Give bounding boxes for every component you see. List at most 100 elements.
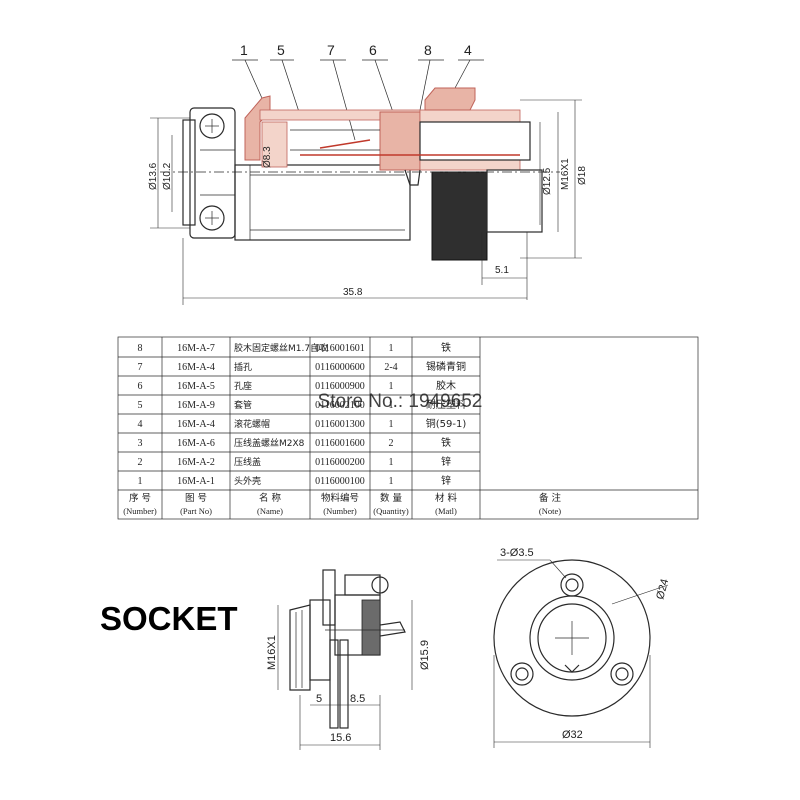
dim-len-35-8: 35.8 — [343, 287, 363, 298]
table-cell-no: 7 — [138, 362, 143, 373]
clamp-screw-top — [199, 113, 225, 139]
table-cell-mat: 锌 — [441, 474, 451, 487]
table-cell-qty: 1 — [389, 400, 394, 411]
hdr-part-en: (Part No) — [180, 506, 212, 516]
hdr-no-en: (Number) — [123, 506, 157, 516]
table-cell-mat: 铁 — [441, 436, 451, 449]
hdr-name: 名 称 — [259, 492, 282, 504]
head-shell-lower — [234, 164, 411, 241]
table-cell-no: 3 — [138, 438, 143, 449]
dim-d8-3: Ø8.3 — [262, 146, 273, 168]
callout-1: 1 — [240, 42, 248, 58]
table-cell-mat: 锡磷青铜 — [426, 360, 466, 373]
table-cell-qty: 2 — [389, 438, 394, 449]
table-cell-qty: 1 — [389, 476, 394, 487]
hdr-note: 备 注 — [539, 492, 562, 504]
hdr-code: 物料编号 — [321, 492, 359, 504]
store-watermark: Store No.: 1949652 — [318, 391, 483, 412]
socket-dim-m16x1: M16X1 — [266, 635, 278, 670]
flange-dim-d32: Ø32 — [562, 729, 583, 741]
socket-flange-front-view: 3-Ø3.5 Ø24 Ø32 — [493, 547, 671, 748]
table-cell-name: 孔座 — [234, 380, 252, 392]
hdr-code-en: (Number) — [323, 506, 357, 516]
table-cell-part: 16M-A-7 — [177, 343, 215, 354]
table-cell-code: 0116001300 — [315, 419, 365, 430]
table-cell-part: 16M-A-9 — [177, 400, 215, 411]
knurled-nut — [431, 171, 488, 261]
table-cell-qty: 1 — [389, 381, 394, 392]
table-cell-part: 16M-A-4 — [177, 362, 215, 373]
table-cell-no: 1 — [138, 476, 143, 487]
table-cell-mat: 铁 — [441, 341, 451, 354]
table-cell-name: 插孔 — [234, 361, 252, 373]
table-cell-part: 16M-A-4 — [177, 419, 215, 430]
table-cell-code: 0116000100 — [315, 476, 365, 487]
coupling-sleeve — [486, 169, 543, 233]
socket-label: SOCKET — [100, 600, 238, 637]
parts-table — [117, 336, 699, 520]
table-cell-qty: 1 — [389, 343, 394, 354]
callout-8: 8 — [424, 42, 432, 58]
dim-d13-6: Ø13.6 — [148, 162, 159, 190]
table-cell-part: 16M-A-5 — [177, 381, 215, 392]
dim-d10-2: Ø10.2 — [162, 162, 173, 190]
table-cell-no: 8 — [138, 343, 143, 354]
table-cell-qty: 2-4 — [384, 362, 397, 373]
table-cell-code: 0116002100 — [315, 400, 365, 411]
table-cell-mat: 铜(59-1) — [426, 418, 467, 430]
socket-side-view: M16X1 Ø15.9 5 8.5 15.6 — [266, 569, 431, 750]
plug-assembly-drawing: 1 5 7 6 8 4 — [148, 42, 588, 305]
table-cell-name: 压线盖螺丝M2X8 — [234, 437, 305, 449]
socket-seat-section — [379, 111, 421, 171]
hdr-qty-en: (Quantity) — [373, 506, 409, 516]
dim-d12-5: Ø12.5 — [542, 167, 553, 195]
table-cell-code: 0116000600 — [315, 362, 365, 373]
mount-hole-right — [610, 662, 634, 686]
hdr-mat: 材 料 — [435, 492, 458, 504]
table-cell-code: 0116000900 — [315, 381, 365, 392]
hdr-name-en: (Name) — [257, 506, 283, 516]
table-cell-no: 2 — [138, 457, 143, 468]
table-cell-code: 0116001601 — [315, 343, 365, 354]
callout-5: 5 — [277, 42, 285, 58]
hdr-note-en: (Note) — [539, 506, 561, 516]
mount-hole-left — [510, 662, 534, 686]
table-cell-mat: 耐压塑料 — [426, 398, 466, 411]
callout-6: 6 — [369, 42, 377, 58]
table-cell-qty: 1 — [389, 457, 394, 468]
table-cell-name: 滚花螺帽 — [234, 418, 270, 430]
table-cell-no: 5 — [138, 400, 143, 411]
dim-m16x1: M16X1 — [560, 158, 571, 190]
table-cell-name: 头外壳 — [234, 475, 261, 487]
table-cell-mat: 胶木 — [436, 379, 456, 392]
clamp-screw-bottom — [199, 205, 225, 231]
table-cell-code: 0116001600 — [315, 438, 365, 449]
socket-dim-15-6: 15.6 — [330, 732, 351, 744]
table-cell-no: 4 — [138, 419, 143, 430]
cable-clamp — [189, 107, 236, 239]
socket-pin — [329, 639, 339, 729]
dim-len-5-1: 5.1 — [495, 265, 509, 276]
table-cell-part: 16M-A-6 — [177, 438, 215, 449]
knurled-nut-section — [424, 87, 476, 111]
mount-hole-top — [560, 573, 584, 597]
table-cell-no: 6 — [138, 381, 143, 392]
flange-outline — [493, 559, 651, 717]
hdr-part: 图 号 — [185, 493, 207, 504]
callout-4: 4 — [464, 42, 472, 58]
table-cell-qty: 1 — [389, 419, 394, 430]
table-cell-part: 16M-A-1 — [177, 476, 215, 487]
socket-dim-8-5: 8.5 — [350, 693, 365, 705]
table-cell-mat: 锌 — [441, 455, 451, 468]
flange-dim-holes: 3-Ø3.5 — [500, 547, 534, 559]
parts-table-header: 序 号 (Number) 图 号 (Part No) 名 称 (Name) 物料… — [123, 492, 561, 516]
hdr-mat-en: (Matl) — [435, 506, 457, 516]
hdr-no: 序 号 — [129, 492, 151, 504]
table-cell-name: 压线盖 — [234, 456, 261, 468]
callout-7: 7 — [327, 42, 335, 58]
socket-flange — [322, 569, 336, 626]
table-cell-part: 16M-A-2 — [177, 457, 215, 468]
table-cell-name: 胶木固定螺丝M1.7自攻 — [234, 342, 328, 354]
